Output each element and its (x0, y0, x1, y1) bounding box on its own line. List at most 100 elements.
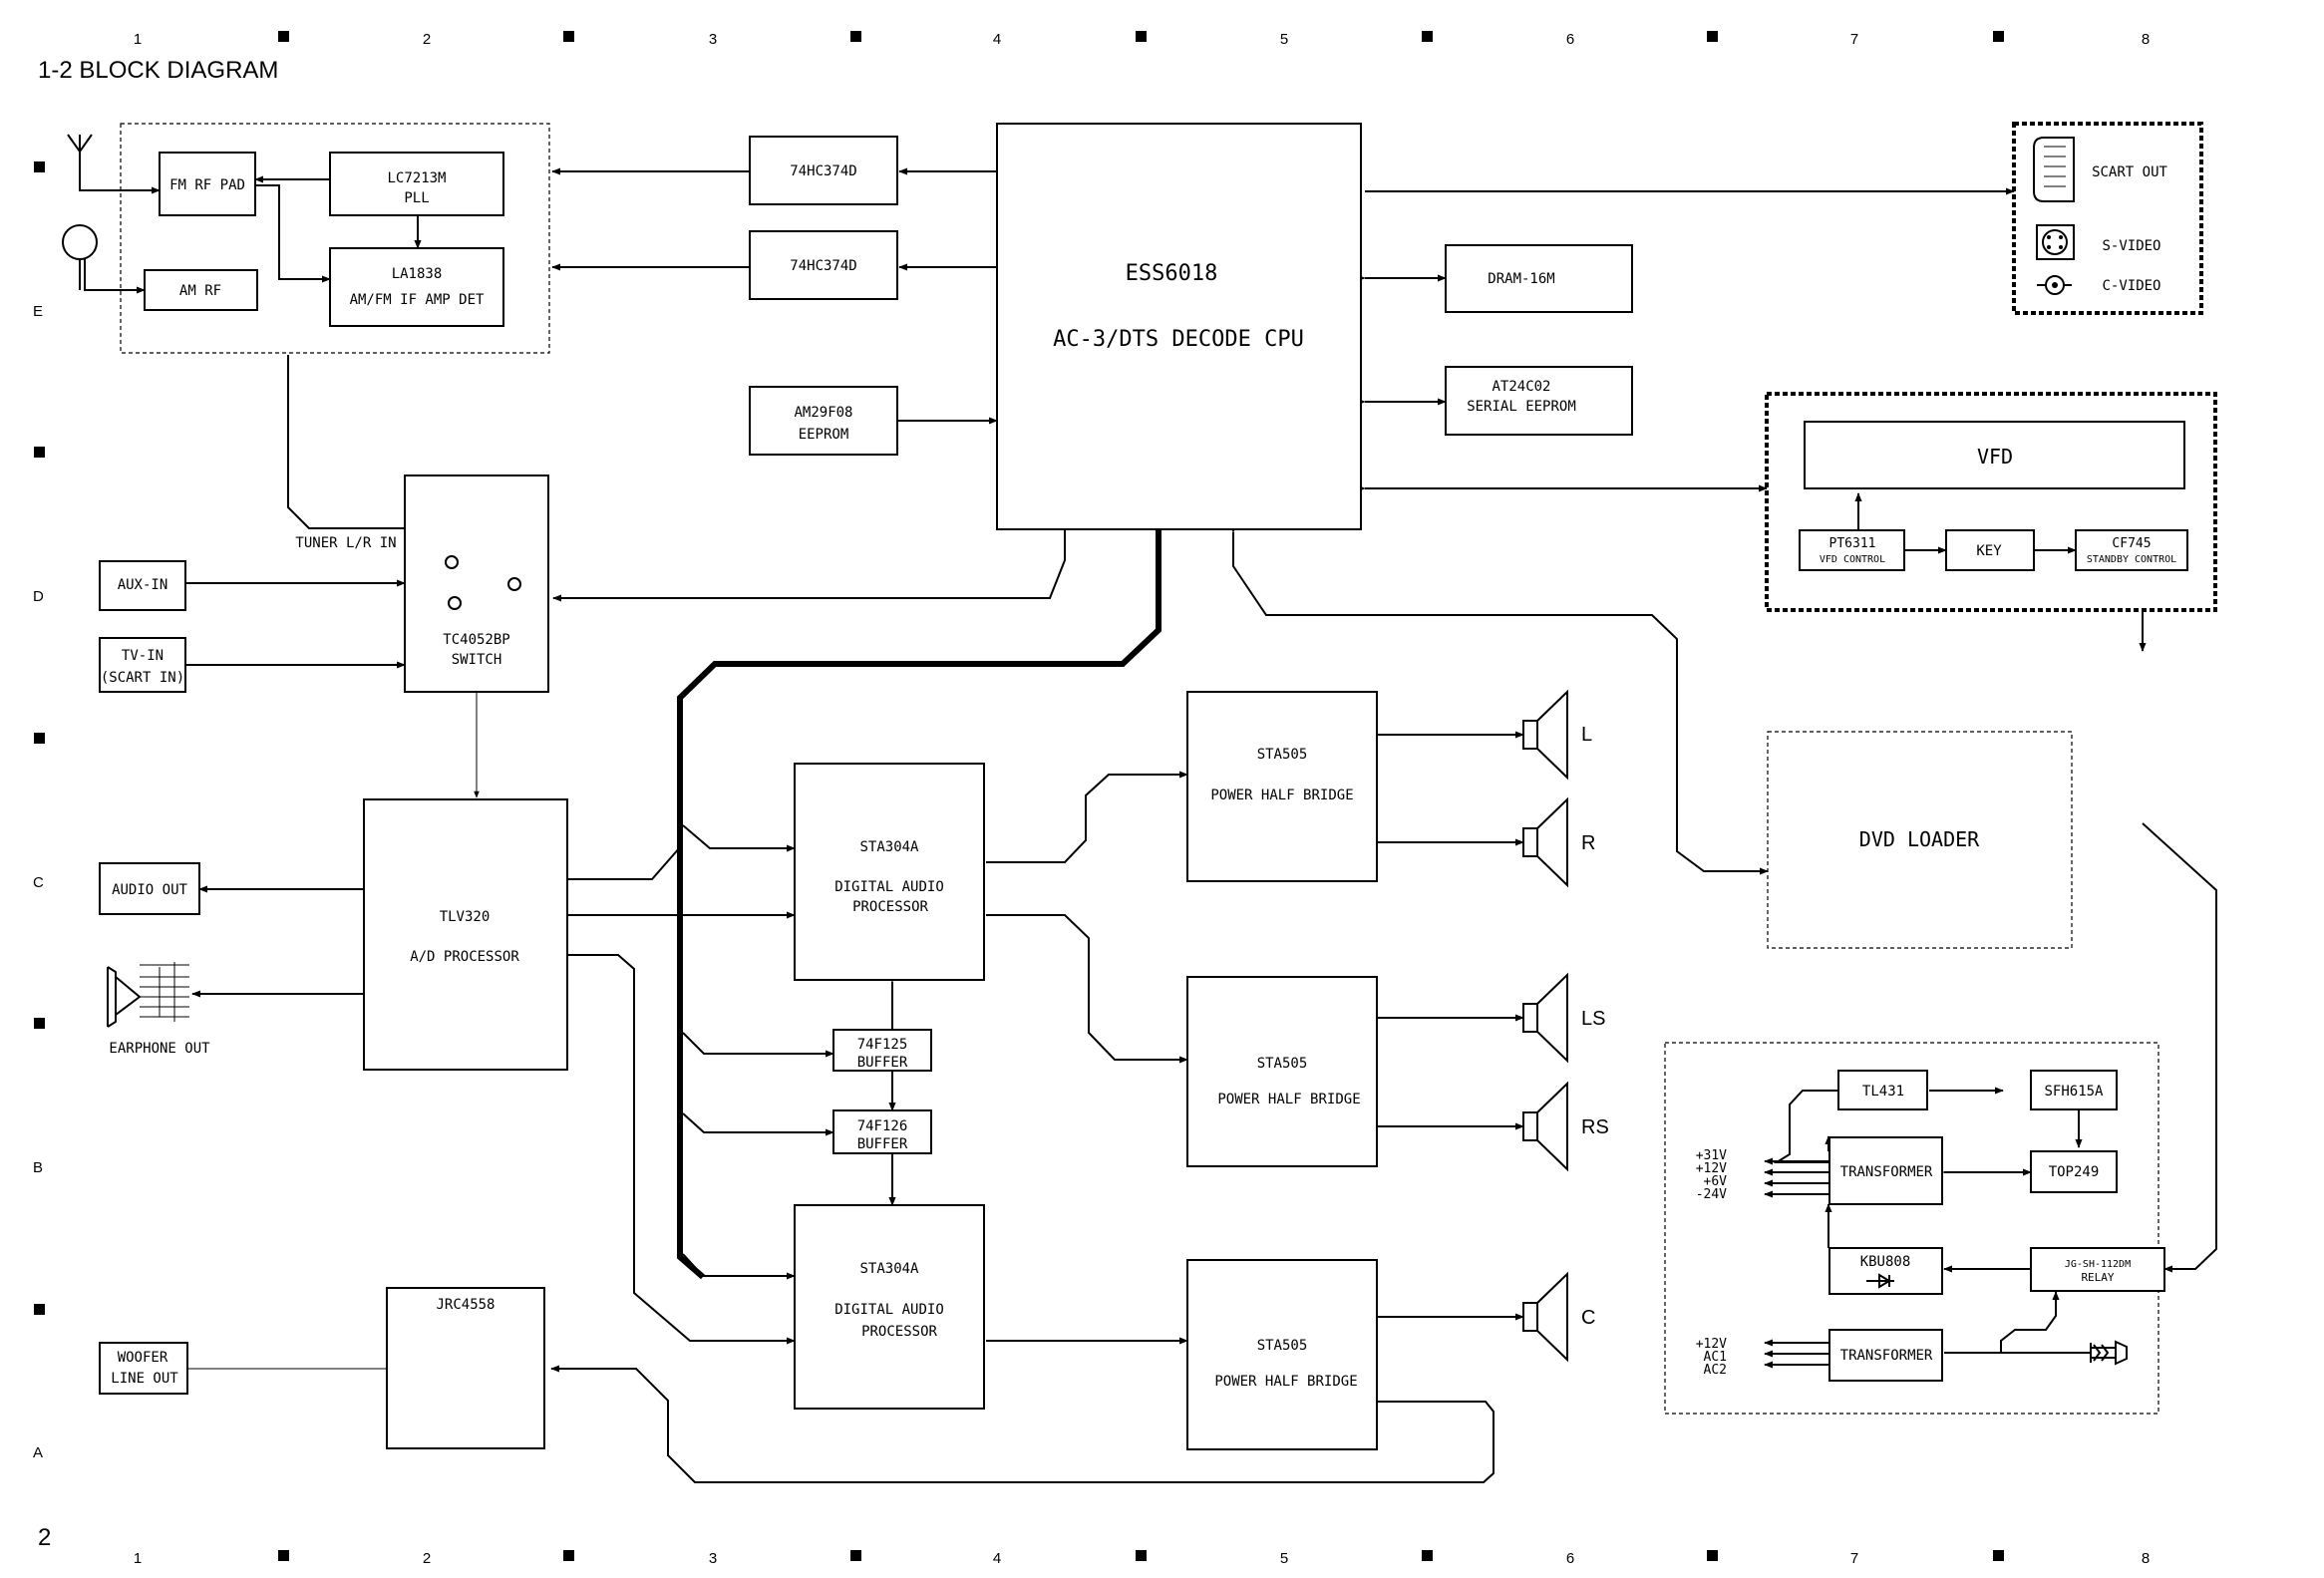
if-amp-block (329, 247, 504, 327)
grid-col-5: 5 (1280, 31, 1288, 48)
rail-12v-2: +12V (1696, 1337, 1727, 1352)
grid-col-4: 4 (993, 31, 1001, 48)
grid-row-c: C (33, 874, 44, 891)
scart-in-label: (SCART IN) (101, 670, 184, 686)
blocks (99, 123, 2188, 1450)
amp1-chip-label: STA505 (1257, 747, 1308, 763)
rail-6v: +6V (1704, 1174, 1728, 1189)
dap1-block (794, 763, 985, 981)
kbu808-block (1828, 1247, 1943, 1295)
vfd-control-chip-label: PT6311 (1829, 536, 1876, 551)
am-loop-antenna-icon (62, 224, 98, 290)
grid-col-5-bottom: 5 (1280, 1550, 1288, 1567)
amp2-block (1186, 976, 1378, 1167)
audio-out-block (99, 862, 200, 915)
grid-col-2: 2 (423, 31, 431, 48)
eeprom-func-label: EEPROM (799, 427, 849, 443)
relay-chip-label: JG-SH-112DM (2065, 1259, 2131, 1270)
grid-col-2-bottom: 2 (423, 1550, 431, 1567)
buffer1-block (832, 1029, 932, 1072)
serial-eeprom-func-label: SERIAL EEPROM (1467, 399, 1576, 415)
rail-minus-24v: -24V (1696, 1187, 1727, 1202)
tv-in-label: TV-IN (122, 648, 164, 664)
dram-block (1445, 244, 1633, 313)
switch-func-label: SWITCH (452, 652, 502, 668)
vfd-block (1804, 421, 2185, 489)
transformer1-block (1828, 1136, 1943, 1205)
standby-block (2075, 529, 2188, 571)
latch2-block (749, 230, 898, 300)
grid-col-8: 8 (2142, 31, 2150, 48)
am-rf-block (144, 269, 258, 311)
amp3-block (1186, 1259, 1378, 1450)
grid-row-a: A (33, 1444, 43, 1461)
rail-ac2: AC2 (1704, 1363, 1727, 1378)
dap2-func-label-2: PROCESSOR (861, 1324, 937, 1340)
ac-plug-icon (2074, 1340, 2128, 1366)
am-rf-label: AM RF (179, 283, 221, 299)
ad-processor-chip-label: TLV320 (440, 909, 491, 925)
dap1-func-label-2: PROCESSOR (852, 899, 928, 915)
pll-block (329, 152, 504, 216)
buffer1-chip-label: 74F125 (857, 1037, 908, 1053)
ad-processor-func-label: A/D PROCESSOR (410, 949, 519, 965)
speaker-r-icon (1522, 796, 1568, 888)
scart-out-label: SCART OUT (2092, 164, 2167, 180)
speaker-rs-label: RS (1581, 1116, 1609, 1138)
grid-col-1: 1 (134, 31, 142, 48)
grid-col-1-bottom: 1 (134, 1550, 142, 1567)
front-panel-group (1765, 392, 2217, 612)
woofer-label: WOOFER (118, 1350, 168, 1366)
grid-col-3: 3 (709, 31, 717, 48)
key-block (1945, 529, 2035, 571)
latch1-block (749, 136, 898, 205)
grid-col-3-bottom: 3 (709, 1550, 717, 1567)
latch2-label: 74HC374D (790, 258, 856, 274)
fm-rf-pad-label: FM RF PAD (169, 177, 245, 193)
page-title: 1-2 BLOCK DIAGRAM (38, 57, 278, 84)
tl431-block (1837, 1070, 1928, 1110)
tl431-label: TL431 (1862, 1084, 1904, 1100)
amp3-func-label: POWER HALF BRIDGE (1214, 1374, 1357, 1390)
tuner-group (120, 123, 550, 354)
speaker-ls-icon (1522, 972, 1568, 1064)
labels: FM RF PAD AM RF LC7213M PLL LA1838 AM/FM… (101, 163, 2176, 1390)
transformer2-block (1828, 1329, 1943, 1382)
digital-audio-bus (677, 528, 1162, 1280)
dvd-loader-label: DVD LOADER (1859, 827, 1980, 851)
speaker-labels: L R LS RS C (1581, 724, 1609, 1329)
amp1-func-label: POWER HALF BRIDGE (1210, 788, 1353, 803)
speaker-l-icon (1522, 689, 1568, 781)
grid-row-d: D (33, 588, 44, 605)
grid-top: 1 2 3 4 5 6 7 8 (134, 31, 2150, 48)
tuner-out-label: TUNER L/R IN (295, 535, 396, 551)
amp3-chip-label: STA505 (1257, 1338, 1308, 1354)
aux-in-block (99, 560, 186, 611)
power-supply-group (1664, 1042, 2159, 1415)
buffer2-func-label: BUFFER (857, 1136, 908, 1152)
amp2-func-label: POWER HALF BRIDGE (1217, 1092, 1360, 1107)
dvd-loader (1767, 731, 2073, 949)
page-number: 2 (38, 1524, 51, 1551)
s-video-label: S-VIDEO (2102, 238, 2160, 254)
speaker-ls-label: LS (1581, 1008, 1605, 1030)
standby-chip-label: CF745 (2112, 536, 2151, 551)
ad-processor-block (363, 798, 568, 1071)
eeprom-block (749, 386, 898, 456)
top249-block (2030, 1150, 2118, 1193)
speaker-l-label: L (1581, 724, 1592, 746)
tv-in-block (99, 637, 186, 693)
key-label: KEY (1976, 543, 2002, 559)
dap2-block (794, 1204, 985, 1410)
grid-markers (34, 31, 2004, 1561)
rail-ac1: AC1 (1704, 1350, 1727, 1365)
cpu-func-label: AC-3/DTS DECODE CPU (1053, 327, 1304, 352)
fm-antenna-icon (67, 134, 93, 169)
speaker-c-icon (1522, 1271, 1568, 1363)
standby-func-label: STANDBY CONTROL (2087, 554, 2176, 565)
grid-rows: E D C B A (33, 303, 44, 1461)
dap2-func-label: DIGITAL AUDIO (834, 1302, 944, 1318)
switch-block (404, 474, 549, 693)
dap1-chip-label: STA304A (859, 839, 919, 855)
